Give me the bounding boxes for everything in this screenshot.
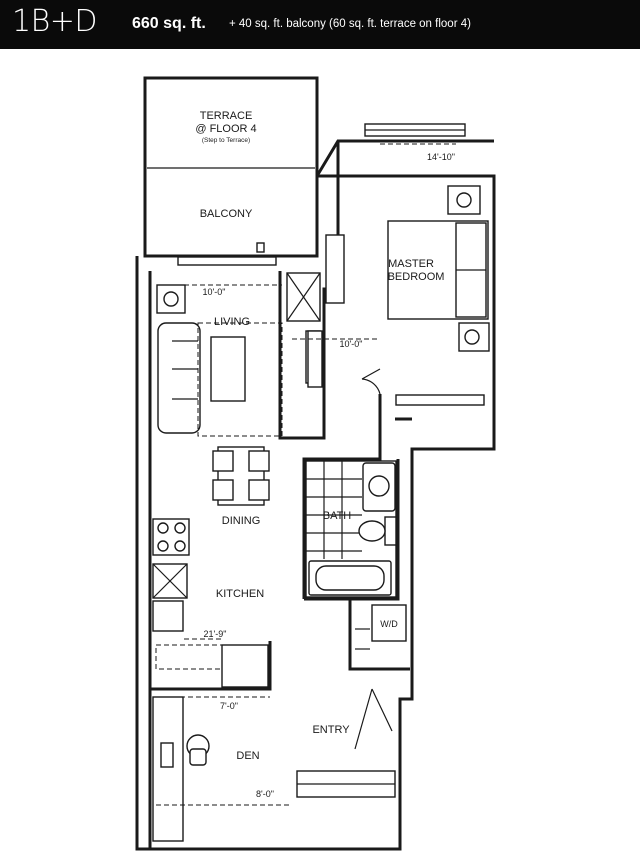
living-label: LIVING xyxy=(214,316,250,328)
entry-label: ENTRY xyxy=(312,724,350,736)
monitor xyxy=(160,742,174,768)
washer-dryer xyxy=(371,604,407,642)
terrace-step-note: (Step to Terrace) xyxy=(202,137,250,144)
outdoor-area: + 40 sq. ft. balcony (60 sq. ft. terrace… xyxy=(229,18,471,30)
dining-label: DINING xyxy=(222,515,261,527)
kitchen-label: KITCHEN xyxy=(216,588,264,600)
terrace-balcony-outline xyxy=(143,76,319,258)
floor-plan: TERRACE @ FLOOR 4 (Step to Terrace) BALC… xyxy=(135,76,496,851)
kitchen-length-dim: 21'-9" xyxy=(204,629,227,639)
lamp-icon xyxy=(464,329,480,345)
entry-door xyxy=(354,688,393,750)
terrace-label: TERRACE xyxy=(200,110,253,122)
master-depth-dim: 10'-0" xyxy=(340,339,363,349)
master-top-wall xyxy=(315,139,494,177)
kitchen-island-outline xyxy=(155,644,225,670)
dresser xyxy=(325,234,345,304)
sofa xyxy=(157,322,201,434)
kitchen-island xyxy=(221,644,269,688)
coffee-table xyxy=(210,336,246,402)
master-label-2: BEDROOM xyxy=(388,271,445,283)
unit-outer-wall xyxy=(135,174,496,851)
den-label: DEN xyxy=(236,750,259,762)
balcony-door xyxy=(177,256,277,266)
den-length-dim: 8'-0" xyxy=(256,789,274,799)
wardrobe xyxy=(307,330,323,388)
den-desk xyxy=(152,696,184,842)
bath-label: BATH xyxy=(323,510,352,522)
bath-inner-wall xyxy=(304,459,400,601)
plan-header: 1B+D 660 sq. ft. + 40 sq. ft. balcony (6… xyxy=(0,0,640,49)
master-label: MASTER xyxy=(388,258,434,270)
unit-area: 660 sq. ft. xyxy=(132,15,206,32)
living-width-dim: 10'-0" xyxy=(203,287,226,297)
balcony-label: BALCONY xyxy=(200,208,253,220)
side-table xyxy=(156,284,186,314)
toilet-tank xyxy=(384,516,397,546)
toilet-icon xyxy=(358,520,386,542)
laundry-wall xyxy=(348,599,410,671)
den-width-dim: 7'-0" xyxy=(220,701,238,711)
step-arrow-icon xyxy=(256,242,265,253)
master-width-dim: 14'-10" xyxy=(427,152,455,162)
living-rug xyxy=(197,322,283,437)
living-wall xyxy=(278,271,326,440)
wd-label: W/D xyxy=(380,619,398,629)
kitchen-sink xyxy=(152,600,184,632)
terrace-floor-label: @ FLOOR 4 xyxy=(195,123,256,135)
lamp-icon xyxy=(456,192,472,208)
bath-outer-wall xyxy=(302,394,382,599)
lamp-icon xyxy=(163,291,179,307)
master-closet xyxy=(395,394,485,406)
unit-code: 1B+D xyxy=(12,4,97,39)
master-door xyxy=(361,368,381,395)
bath-tiles xyxy=(306,461,362,559)
sink-icon xyxy=(368,475,390,497)
